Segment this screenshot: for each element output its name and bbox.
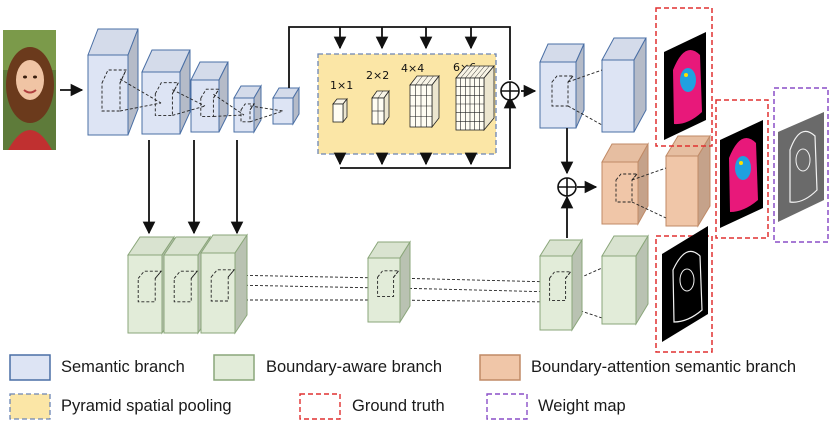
legend-label-ground-truth: Ground truth [352, 397, 445, 415]
ground-truth-parsing-mid [715, 99, 769, 239]
pool-grid-1x1 [332, 97, 348, 124]
legend-swatches [9, 354, 528, 420]
attention-block-1 [601, 142, 649, 226]
attention-block-2 [665, 134, 711, 228]
plus-circle-icon [557, 177, 577, 197]
pool-label-1x1: 1×1 [330, 79, 353, 92]
boundary-block-4 [367, 240, 411, 324]
pyramid-pooling-module: 1×1 2×2 4×4 6×6 [317, 53, 497, 155]
legend-swatch-semantic [9, 354, 51, 381]
boundary-attention-blocks [601, 134, 711, 228]
input-face-photo [3, 30, 56, 150]
pooling-grids [332, 64, 495, 132]
legend-swatch-weight-map [486, 393, 528, 420]
legend-label-semantic: Semantic branch [61, 358, 185, 376]
legend-label-boundary-attention: Boundary-attention semantic branch [531, 358, 797, 376]
legend-label-pyramid: Pyramid spatial pooling [61, 397, 232, 415]
plus-circle-icon [500, 81, 520, 101]
legend-label-weight-map: Weight map [538, 397, 626, 415]
decoder-semantic-block-1 [539, 43, 585, 129]
semantic-receptive-fields [119, 78, 284, 123]
ground-truth-parsing-top [655, 7, 713, 147]
semantic-block-1 [87, 28, 139, 136]
legend-label-boundary-aware: Boundary-aware branch [266, 358, 443, 376]
pool-label-4x4: 4×4 [401, 62, 424, 75]
weight-map-image [773, 87, 829, 243]
semantic-block-3 [190, 61, 229, 133]
semantic-block-2 [141, 49, 191, 135]
legend-swatch-pyramid [9, 393, 51, 420]
legend-swatch-attention [479, 354, 521, 381]
legend-swatch-ground-truth [299, 393, 341, 420]
semantic-block-5 [272, 86, 300, 126]
boundary-block-5 [539, 238, 583, 332]
fusion-routing [560, 128, 598, 238]
pool-grid-6x6 [455, 64, 495, 132]
boundary-aware-blocks [127, 233, 649, 335]
pooling-routing [288, 26, 537, 169]
pool-grid-4x4 [409, 74, 440, 129]
decoder-semantic-block-2 [601, 37, 647, 133]
ground-truth-boundary [655, 226, 713, 353]
branch-down-arrows [142, 140, 244, 235]
pool-label-2x2: 2×2 [366, 69, 389, 82]
boundary-block-3 [200, 233, 248, 335]
boundary-receptive-fields [224, 267, 603, 319]
semantic-encoder-blocks [87, 28, 300, 136]
semantic-block-4 [233, 84, 262, 134]
boundary-block-6 [601, 234, 649, 326]
pool-grid-2x2 [371, 89, 390, 126]
legend-swatch-boundary [213, 354, 255, 381]
semantic-decoder-blocks [539, 37, 647, 133]
